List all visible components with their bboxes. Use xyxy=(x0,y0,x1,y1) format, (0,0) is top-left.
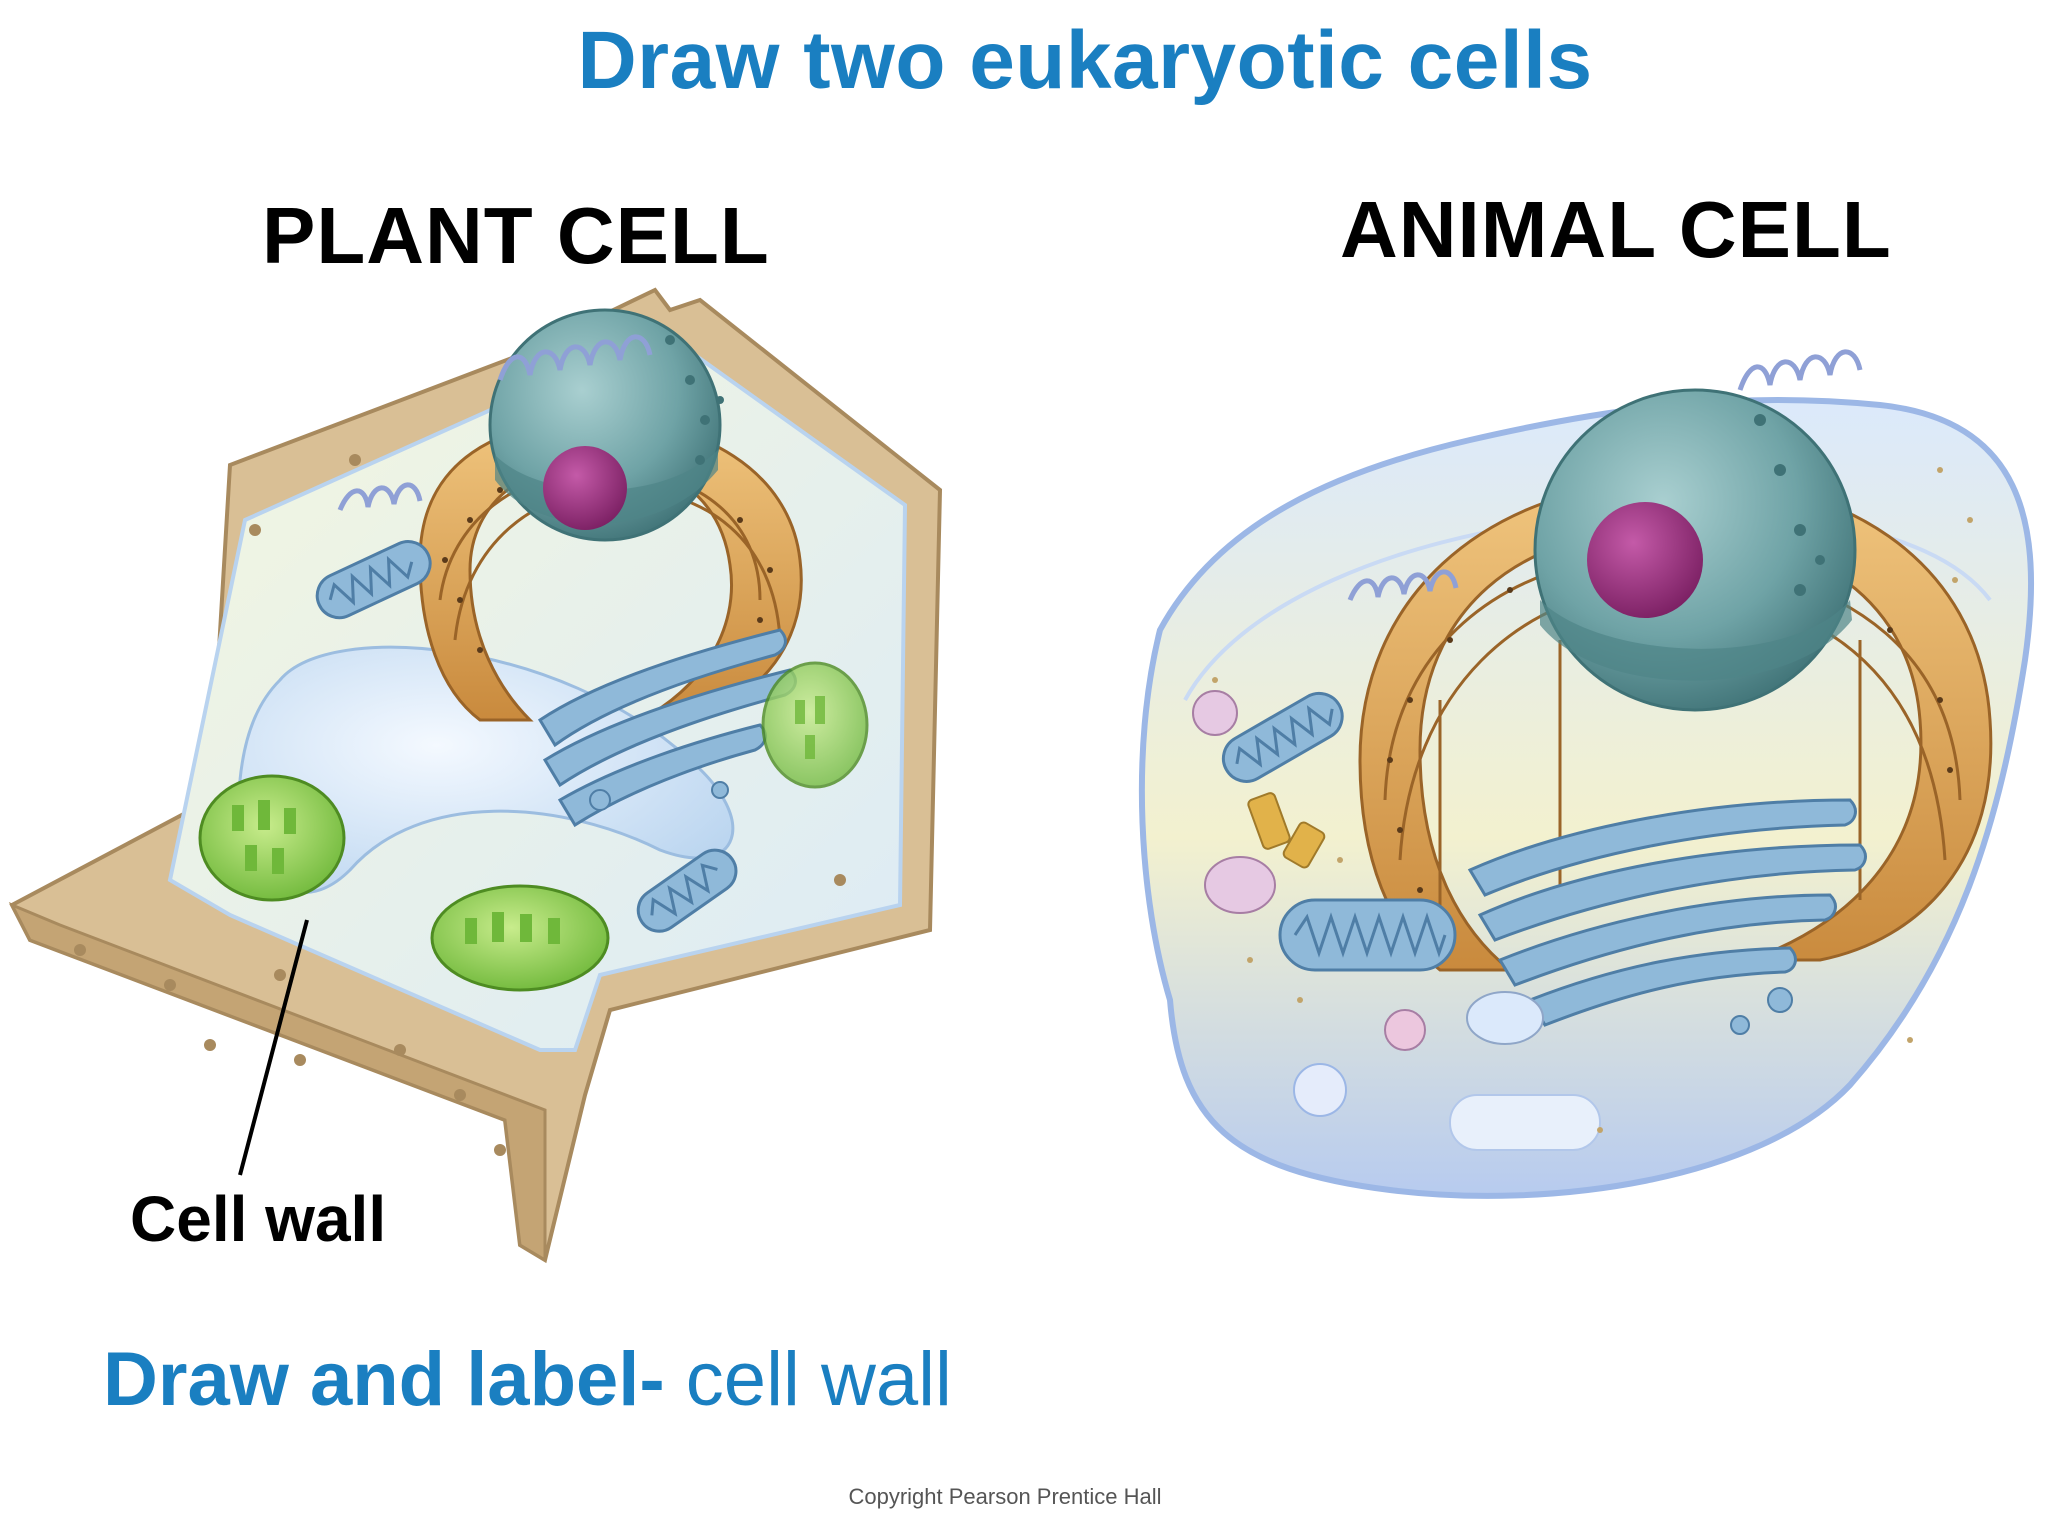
animal-golgi xyxy=(1467,798,1867,1027)
animal-mitochondrion xyxy=(1278,898,1457,972)
animal-cell-diagram xyxy=(1138,349,2035,1199)
chloroplast xyxy=(761,661,869,789)
plant-nucleolus xyxy=(543,446,627,530)
animal-cell-heading: ANIMAL CELL xyxy=(1340,185,1892,274)
plant-mitochondrion xyxy=(315,540,432,620)
chloroplast xyxy=(430,884,610,992)
instruction-bold: Draw and label- xyxy=(103,1337,665,1422)
copyright-notice: Copyright Pearson Prentice Hall xyxy=(848,1484,1162,1509)
animal-mitochondrion xyxy=(1221,691,1344,783)
plant-cell-heading: PLANT CELL xyxy=(262,191,770,280)
plant-cell-diagram xyxy=(8,287,943,1264)
animal-nucleolus xyxy=(1587,502,1703,618)
cell-wall-pointer xyxy=(238,919,309,1176)
cell-wall-label: Cell wall xyxy=(130,1183,387,1255)
plant-mitochondrion xyxy=(636,848,738,933)
instruction-text: Draw and label- cell wall xyxy=(103,1336,952,1423)
instruction-regular: cell wall xyxy=(664,1337,952,1422)
chloroplast xyxy=(198,774,346,902)
centrioles xyxy=(1247,792,1326,869)
slide-title: Draw two eukaryotic cells xyxy=(577,15,1593,106)
plant-golgi xyxy=(537,628,797,828)
